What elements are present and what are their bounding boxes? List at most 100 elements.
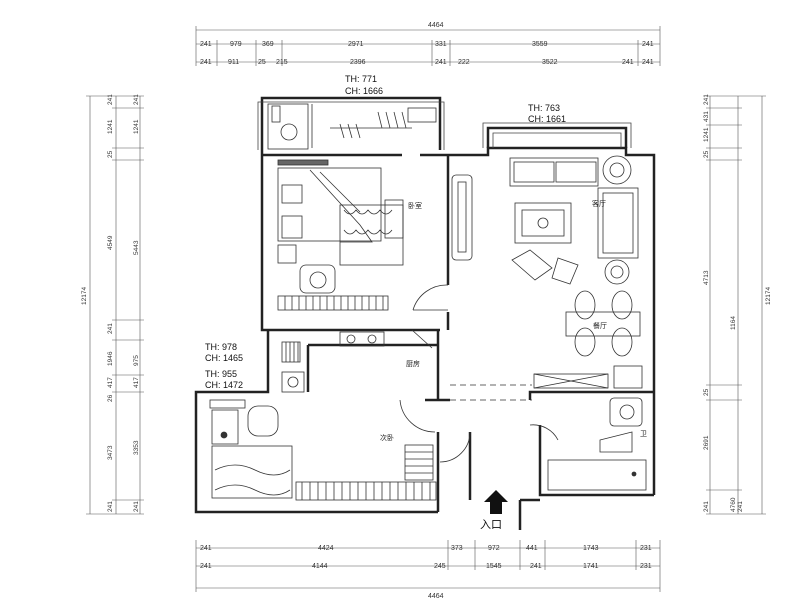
right-outer-dim: 12174 — [765, 287, 772, 305]
right-mid-col: 1164 4760 241 — [730, 316, 744, 512]
dim-t1-4: 2971 — [348, 41, 364, 48]
dim-b2-4: 1545 — [486, 563, 502, 570]
top-row1: 241 979 369 2971 331 3559 241 — [200, 41, 654, 48]
annot-ml2-th: TH: 955 — [205, 369, 237, 379]
annot-tl-ch: CH: 1666 — [345, 86, 383, 96]
top-row2: 241 911 25 215 2396 241 222 3522 241 241 — [200, 59, 654, 66]
dim-li4: 975 — [133, 355, 140, 366]
entry-arrow-icon — [484, 490, 508, 514]
annot-ml1-ch: CH: 1465 — [205, 353, 243, 363]
dim-l10: 241 — [107, 501, 114, 512]
dim-l6: 1946 — [107, 351, 114, 366]
dim-b1-1: 241 — [200, 545, 212, 552]
dim-r4: 25 — [703, 150, 710, 158]
dim-b1-6: 1743 — [583, 545, 599, 552]
dim-l1: 241 — [107, 94, 114, 105]
walls — [194, 96, 656, 530]
annot-ml2-ch: CH: 1472 — [205, 380, 243, 390]
dim-li3: 5443 — [133, 240, 140, 255]
room-label-living-room: 客厅 — [592, 199, 606, 208]
dim-r1: 241 — [703, 94, 710, 105]
dim-b2-1: 241 — [200, 563, 212, 570]
left-outer-dim: 12174 — [81, 287, 88, 305]
dim-t2-7: 222 — [458, 59, 470, 66]
annot-tl-th: TH: 771 — [345, 74, 377, 84]
left-inner-col: 241 1241 5443 975 417 3353 241 — [133, 94, 140, 512]
dim-t2-6: 241 — [435, 59, 447, 66]
dim-b1-2: 4424 — [318, 545, 334, 552]
room-label-master-bedroom: 卧室 — [408, 201, 422, 210]
dim-r6: 25 — [703, 388, 710, 396]
dim-l5: 241 — [107, 323, 114, 334]
dim-l7: 417 — [107, 377, 114, 388]
annotation-top-left: TH: 771 CH: 1666 — [345, 74, 383, 96]
dim-b2-2: 4144 — [312, 563, 328, 570]
dim-t1-1: 241 — [200, 41, 212, 48]
annot-tr-th: TH: 763 — [528, 103, 560, 113]
master-bedroom-furniture — [277, 159, 449, 311]
dim-r7: 2691 — [703, 435, 710, 450]
entrance-label: 入口 — [480, 518, 502, 531]
balcony-rail — [257, 101, 632, 150]
dim-rm2: 4760 — [730, 497, 737, 512]
dim-b2-6: 1741 — [583, 563, 599, 570]
dim-b2-5: 241 — [530, 563, 542, 570]
dim-t2-4: 215 — [276, 59, 288, 66]
left-mid-col: 241 1241 25 4549 241 1946 417 26 3473 24… — [107, 94, 114, 512]
dim-t2-3: 25 — [258, 59, 266, 66]
dim-t2-1: 241 — [200, 59, 212, 66]
dim-l8: 26 — [107, 394, 114, 402]
room-label-dining: 餐厅 — [593, 321, 607, 330]
bottom-dimensions — [195, 540, 661, 592]
kitchen-fixtures — [281, 329, 433, 393]
dim-t2-5: 2396 — [350, 59, 366, 66]
right-dimensions — [706, 95, 766, 515]
dim-t1-3: 369 — [262, 41, 274, 48]
left-dimensions — [86, 95, 144, 515]
dim-t1-5: 331 — [435, 41, 447, 48]
bottom-total-dim: 4464 — [428, 593, 444, 600]
dim-r2: 431 — [703, 111, 710, 122]
dim-b1-3: 373 — [451, 545, 463, 552]
dim-rm3: 241 — [737, 501, 744, 512]
annot-tr-ch: CH: 1661 — [528, 114, 566, 124]
top-total-dim: 4464 — [428, 22, 444, 29]
storage-room-fixtures — [267, 103, 437, 150]
dim-rm1: 1164 — [730, 316, 737, 330]
annot-ml1-th: TH: 978 — [205, 342, 237, 352]
dim-l9: 3473 — [107, 445, 114, 460]
dim-b1-5: 441 — [526, 545, 538, 552]
dim-li2: 1241 — [133, 119, 140, 134]
dim-r3: 1241 — [703, 127, 710, 142]
second-bedroom-furniture — [209, 384, 532, 501]
dim-t1-6: 3559 — [532, 41, 548, 48]
dim-r8: 241 — [703, 501, 710, 512]
living-room-furniture — [451, 155, 643, 389]
bathroom-fixtures — [529, 397, 647, 491]
dim-t2-8: 3522 — [542, 59, 558, 66]
bottom-row1: 241 4424 373 972 441 1743 231 — [200, 545, 652, 552]
dim-t2-2: 911 — [228, 59, 239, 66]
dim-b2-7: 231 — [640, 563, 652, 570]
top-dimensions — [195, 26, 661, 66]
dim-l3: 25 — [107, 150, 114, 158]
room-label-kitchen: 厨房 — [406, 359, 420, 368]
dim-t1-2: 979 — [230, 41, 242, 48]
dim-t2-10: 241 — [642, 59, 654, 66]
dim-b2-3: 245 — [434, 563, 446, 570]
dim-li6: 3353 — [133, 440, 140, 455]
dim-b1-7: 231 — [640, 545, 652, 552]
annotation-mid-left-1: TH: 978 CH: 1465 — [205, 342, 243, 363]
dim-li7: 241 — [133, 501, 140, 512]
annotation-top-right: TH: 763 CH: 1661 — [528, 103, 566, 124]
dim-r5: 4713 — [703, 270, 710, 285]
dim-l4: 4549 — [107, 235, 114, 250]
room-label-second-bedroom: 次卧 — [380, 433, 394, 442]
dim-li1: 241 — [133, 94, 140, 105]
dim-l2: 1241 — [107, 119, 114, 134]
dim-t2-9: 241 — [622, 59, 634, 66]
dim-b1-4: 972 — [488, 545, 500, 552]
bottom-row2: 241 4144 245 1545 241 1741 231 — [200, 563, 652, 570]
dim-li5: 417 — [133, 377, 140, 388]
